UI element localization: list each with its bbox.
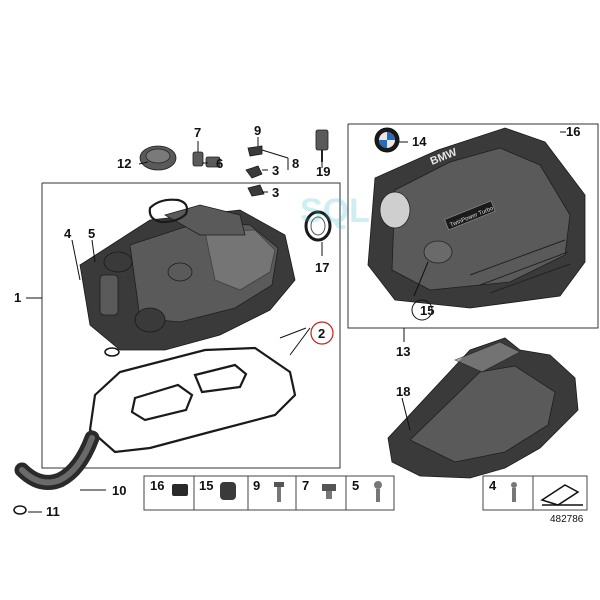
legend-label-7: 7 xyxy=(302,478,309,493)
vent-pipe xyxy=(14,430,100,490)
legend-part-4 xyxy=(511,482,517,502)
callout-2: 2 xyxy=(318,326,325,341)
callout-7: 7 xyxy=(194,125,201,140)
bmw-emblem xyxy=(374,127,400,153)
acoustic-cover-18 xyxy=(387,337,579,479)
engine-cover-bracket xyxy=(347,123,599,329)
seal-ring xyxy=(304,210,332,242)
legend-label-16: 16 xyxy=(150,478,164,493)
callout-17: 17 xyxy=(315,260,329,275)
callout-6: 6 xyxy=(216,156,223,171)
callout-13: 13 xyxy=(396,344,410,359)
callout-1: 1 xyxy=(14,290,21,305)
callout-15-circle xyxy=(411,299,433,321)
legend-label-5: 5 xyxy=(352,478,359,493)
callout-14: 14 xyxy=(412,134,427,149)
callout-labels: 1 2 3 3 4 5 6 7 8 9 10 11 12 13 14 15 16… xyxy=(14,123,580,519)
callout-9: 9 xyxy=(254,123,261,138)
callout-12: 12 xyxy=(117,156,131,171)
legend-label-15: 15 xyxy=(199,478,213,493)
cylinder-head-cover xyxy=(79,204,296,351)
engine-cover: BMW TwinPower Turbo xyxy=(367,127,586,309)
oil-filler-cap xyxy=(139,145,177,171)
callout-18: 18 xyxy=(396,384,410,399)
callout-11: 11 xyxy=(46,504,60,519)
clip-group xyxy=(245,145,265,197)
callout-3b: 3 xyxy=(272,185,279,200)
callout-16: 16 xyxy=(566,124,580,139)
callout-3a: 3 xyxy=(272,163,279,178)
leader-lines xyxy=(28,131,566,513)
callout-19: 19 xyxy=(316,164,330,179)
small-gasket xyxy=(148,198,189,224)
watermark-text: SQL xyxy=(300,192,370,230)
diagram-id: 482786 xyxy=(550,514,584,525)
cylinder-head-gasket xyxy=(88,346,297,454)
callout-8: 8 xyxy=(292,156,299,171)
legend-part-15 xyxy=(220,482,236,500)
screw-7 xyxy=(192,151,204,167)
legend-part-9 xyxy=(274,482,284,502)
sensor-19 xyxy=(315,129,329,162)
o-ring-11 xyxy=(13,505,27,515)
callout-10: 10 xyxy=(112,483,126,498)
legend-label-4: 4 xyxy=(489,478,497,493)
grommet-6 xyxy=(205,156,221,168)
next-page-arrow-icon xyxy=(540,484,583,506)
assembly-1-bracket xyxy=(41,182,341,469)
legend-part-5 xyxy=(374,481,382,502)
legend-part-16 xyxy=(172,484,188,496)
o-ring xyxy=(104,347,120,357)
callout-4: 4 xyxy=(64,226,72,241)
highlight-circle-2 xyxy=(310,321,334,345)
callout-5: 5 xyxy=(88,226,95,241)
legend-label-9: 9 xyxy=(253,478,260,493)
legend-part-7 xyxy=(322,484,336,499)
parts-legend: 16 15 9 7 5 4 xyxy=(143,475,588,511)
